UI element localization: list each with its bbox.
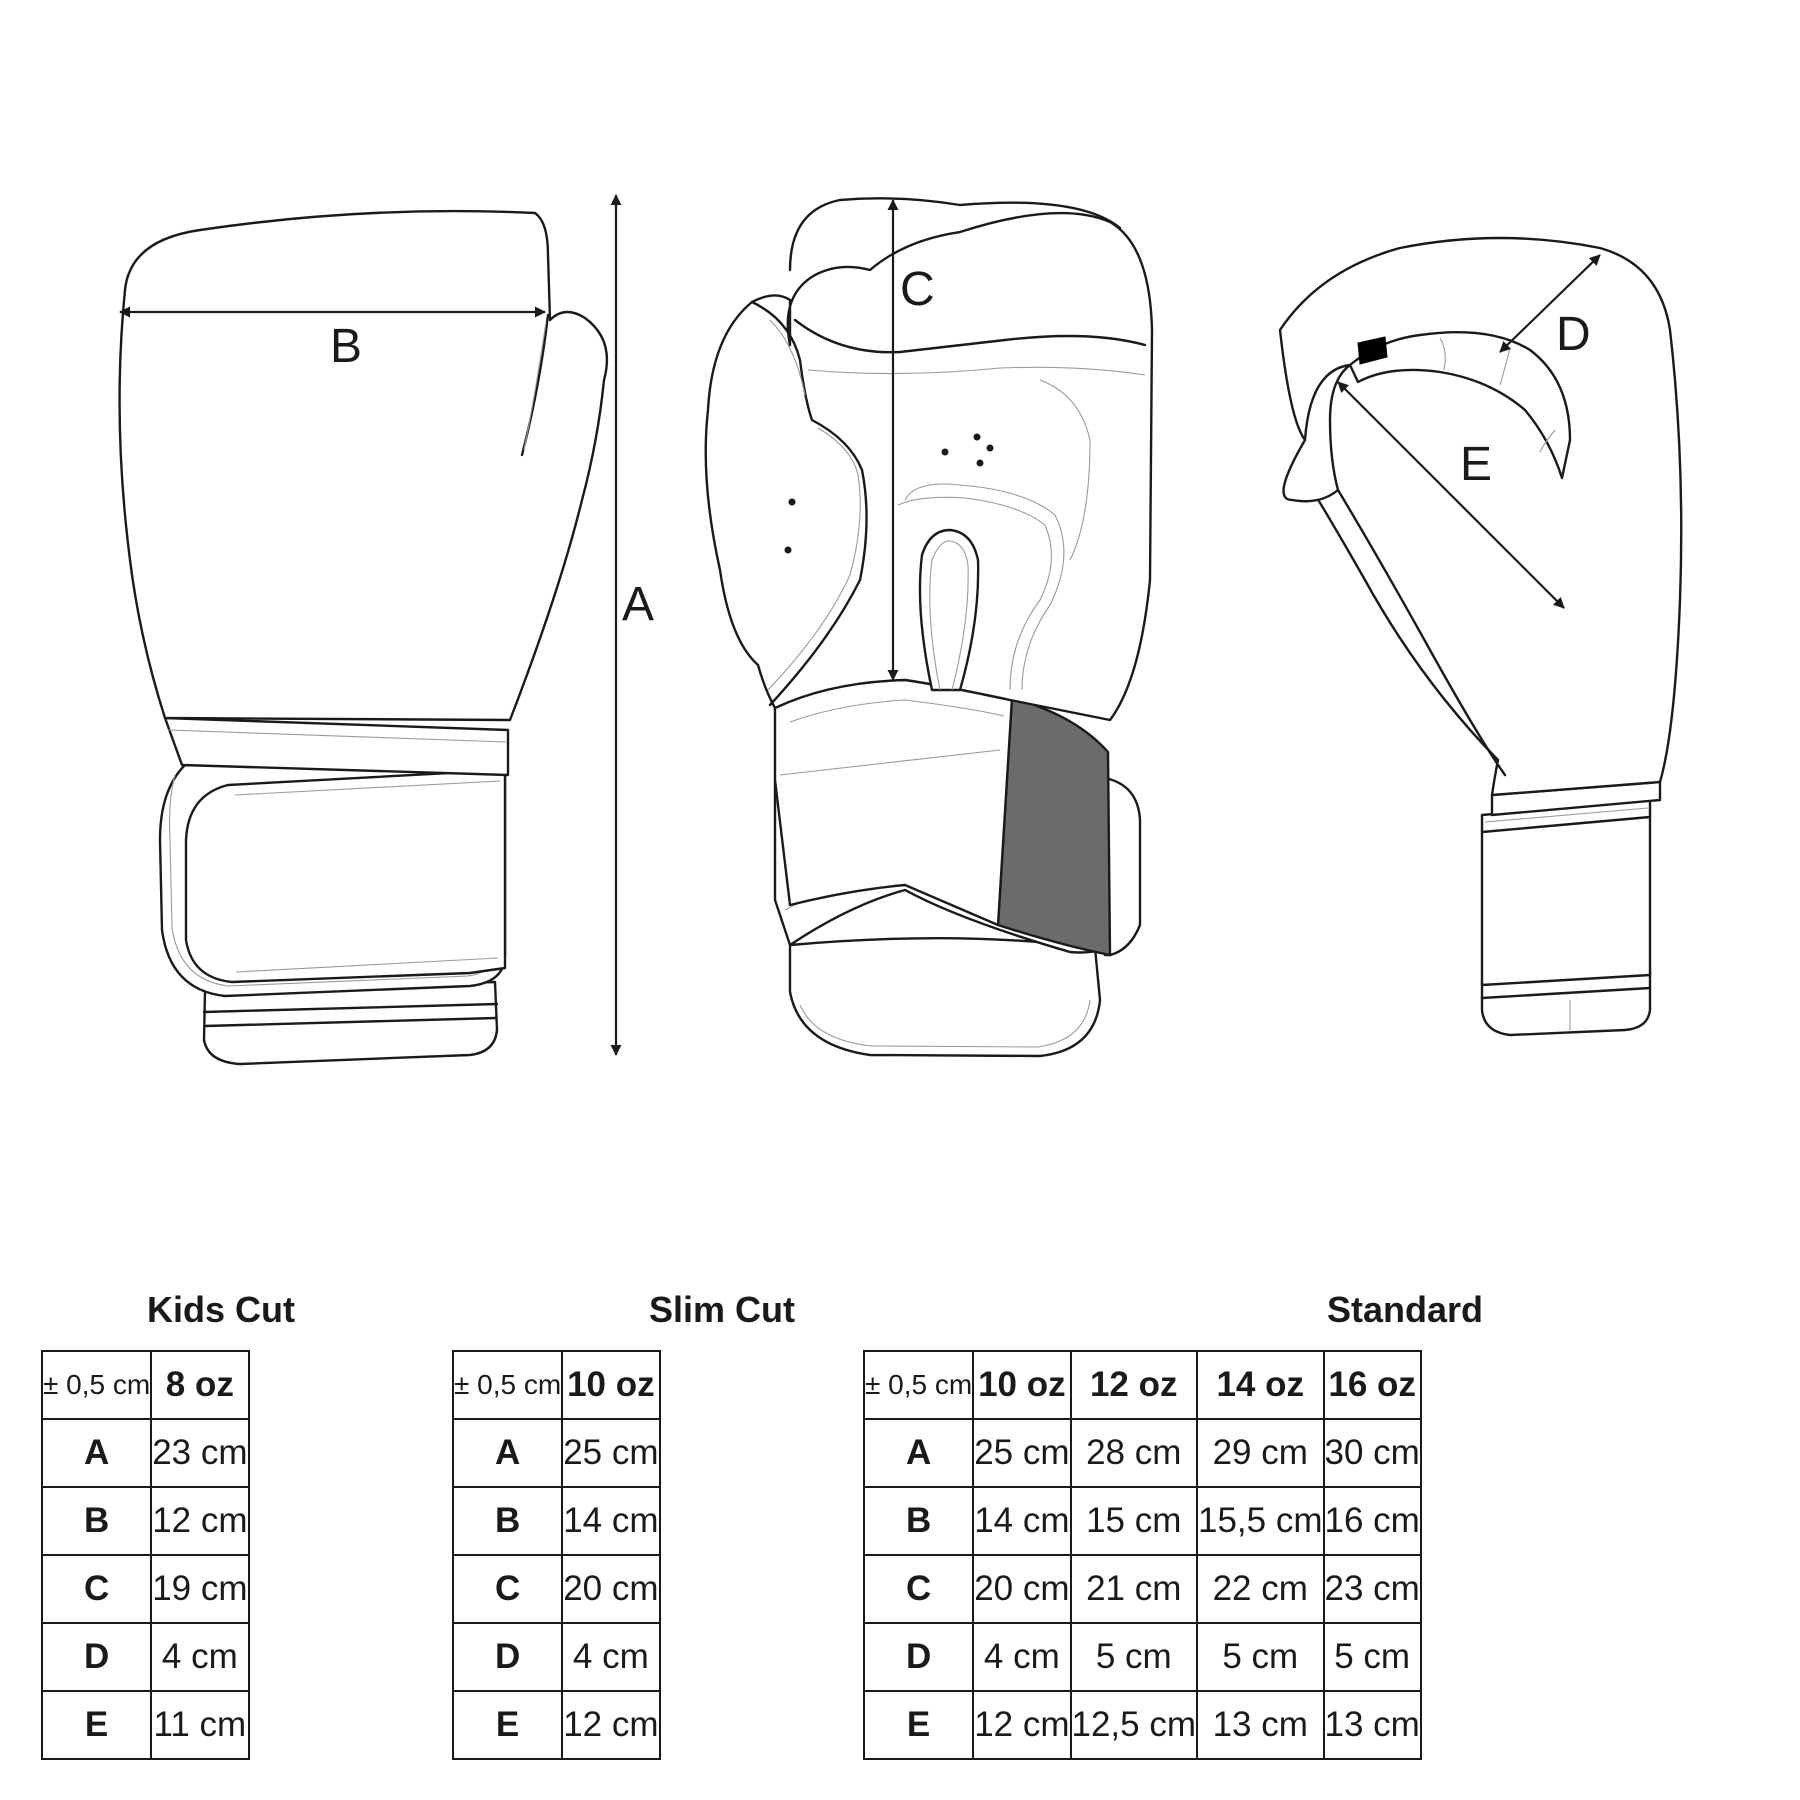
row-label: B bbox=[862, 1486, 975, 1556]
row-label: D bbox=[862, 1622, 975, 1692]
table-cell: 16 cm bbox=[1322, 1486, 1422, 1556]
size-tables: Kids Cut ± 0,5 cm 8 oz A 23 cm B 12 cm C… bbox=[0, 1280, 1800, 1780]
table-cell: 14 cm bbox=[561, 1486, 661, 1556]
table-row: D 4 cm 5 cm 5 cm 5 cm bbox=[862, 1622, 1422, 1692]
table-cell: 5 cm bbox=[1069, 1622, 1198, 1692]
tolerance-cell: ± 0,5 cm bbox=[862, 1350, 975, 1420]
glove-palm-view bbox=[704, 197, 1154, 1058]
table-row: A 23 cm bbox=[40, 1418, 250, 1488]
table-row: D 4 cm bbox=[451, 1622, 661, 1692]
table-cell: 25 cm bbox=[972, 1418, 1072, 1488]
table-cell: 12,5 cm bbox=[1069, 1690, 1198, 1760]
table-cell: 5 cm bbox=[1196, 1622, 1325, 1692]
table-row: E 12 cm bbox=[451, 1690, 661, 1760]
table-cell: 19 cm bbox=[150, 1554, 250, 1624]
table-row: B 12 cm bbox=[40, 1486, 250, 1556]
table-header-row: ± 0,5 cm 8 oz bbox=[40, 1350, 250, 1420]
tolerance-cell: ± 0,5 cm bbox=[40, 1350, 153, 1420]
closure-patch bbox=[996, 696, 1112, 957]
size-header: 10 oz bbox=[561, 1350, 661, 1420]
table-row: C 20 cm 21 cm 22 cm 23 cm bbox=[862, 1554, 1422, 1624]
tolerance-cell: ± 0,5 cm bbox=[451, 1350, 564, 1420]
table-cell: 15,5 cm bbox=[1196, 1486, 1325, 1556]
table-cell: 13 cm bbox=[1322, 1690, 1422, 1760]
table-cell: 28 cm bbox=[1069, 1418, 1198, 1488]
size-header: 8 oz bbox=[150, 1350, 250, 1420]
table-row: B 14 cm bbox=[451, 1486, 661, 1556]
dim-label-e: E bbox=[1460, 438, 1492, 491]
row-label: A bbox=[40, 1418, 153, 1488]
row-label: E bbox=[862, 1690, 975, 1760]
table-cell: 15 cm bbox=[1069, 1486, 1198, 1556]
table-cell: 4 cm bbox=[972, 1622, 1072, 1692]
dimension-c: C bbox=[887, 199, 935, 681]
table-row: E 11 cm bbox=[40, 1690, 250, 1760]
table-cell: 14 cm bbox=[972, 1486, 1072, 1556]
size-table-kids: ± 0,5 cm 8 oz A 23 cm B 12 cm C 19 cm D … bbox=[40, 1350, 250, 1760]
table-cell: 23 cm bbox=[150, 1418, 250, 1488]
table-cell: 30 cm bbox=[1322, 1418, 1422, 1488]
table-title: Slim Cut bbox=[648, 1289, 795, 1330]
row-label: E bbox=[451, 1690, 564, 1760]
size-table-standard: ± 0,5 cm 10 oz 12 oz 14 oz 16 oz A 25 cm… bbox=[862, 1350, 1422, 1760]
size-table-slim: ± 0,5 cm 10 oz A 25 cm B 14 cm C 20 cm D… bbox=[451, 1350, 661, 1760]
row-label: C bbox=[40, 1554, 153, 1624]
table-cell: 29 cm bbox=[1196, 1418, 1325, 1488]
row-label: D bbox=[451, 1622, 564, 1692]
table-row: C 20 cm bbox=[451, 1554, 661, 1624]
table-row: A 25 cm bbox=[451, 1418, 661, 1488]
table-cell: 4 cm bbox=[561, 1622, 661, 1692]
dim-label-a: A bbox=[622, 578, 654, 631]
dimension-a: A bbox=[610, 194, 654, 1056]
table-cell: 20 cm bbox=[561, 1554, 661, 1624]
table-cell: 5 cm bbox=[1322, 1622, 1422, 1692]
table-cell: 21 cm bbox=[1069, 1554, 1198, 1624]
table-cell: 12 cm bbox=[972, 1690, 1072, 1760]
size-header: 12 oz bbox=[1069, 1350, 1198, 1420]
size-header: 10 oz bbox=[972, 1350, 1072, 1420]
table-title: Kids Cut bbox=[147, 1289, 295, 1330]
dimension-b: B bbox=[119, 306, 546, 373]
thumb-tag bbox=[1357, 336, 1388, 365]
row-label: B bbox=[451, 1486, 564, 1556]
row-label: A bbox=[451, 1418, 564, 1488]
table-cell: 22 cm bbox=[1196, 1554, 1325, 1624]
row-label: E bbox=[40, 1690, 153, 1760]
table-cell: 11 cm bbox=[150, 1690, 250, 1760]
row-label: C bbox=[451, 1554, 564, 1624]
dimension-d: D bbox=[1499, 254, 1601, 361]
table-header-row: ± 0,5 cm 10 oz 12 oz 14 oz 16 oz bbox=[862, 1350, 1422, 1420]
dimension-e: E bbox=[1337, 381, 1565, 609]
table-cell: 13 cm bbox=[1196, 1690, 1325, 1760]
row-label: D bbox=[40, 1622, 153, 1692]
table-row: C 19 cm bbox=[40, 1554, 250, 1624]
table-cell: 12 cm bbox=[561, 1690, 661, 1760]
dim-label-b: B bbox=[330, 320, 362, 373]
size-header: 16 oz bbox=[1322, 1350, 1422, 1420]
row-label: A bbox=[862, 1418, 975, 1488]
table-cell: 23 cm bbox=[1322, 1554, 1422, 1624]
row-label: B bbox=[40, 1486, 153, 1556]
table-row: E 12 cm 12,5 cm 13 cm 13 cm bbox=[862, 1690, 1422, 1760]
size-header: 14 oz bbox=[1196, 1350, 1325, 1420]
table-title: Standard bbox=[1326, 1289, 1484, 1330]
table-header-row: ± 0,5 cm 10 oz bbox=[451, 1350, 661, 1420]
table-cell: 12 cm bbox=[150, 1486, 250, 1556]
table-row: B 14 cm 15 cm 15,5 cm 16 cm bbox=[862, 1486, 1422, 1556]
table-cell: 25 cm bbox=[561, 1418, 661, 1488]
dim-label-d: D bbox=[1556, 308, 1591, 361]
glove-side-view bbox=[1278, 236, 1683, 1037]
table-cell: 20 cm bbox=[972, 1554, 1072, 1624]
glove-front-view bbox=[118, 209, 609, 1066]
table-cell: 4 cm bbox=[150, 1622, 250, 1692]
row-label: C bbox=[862, 1554, 975, 1624]
table-row: A 25 cm 28 cm 29 cm 30 cm bbox=[862, 1418, 1422, 1488]
dim-label-c: C bbox=[900, 263, 935, 316]
table-row: D 4 cm bbox=[40, 1622, 250, 1692]
